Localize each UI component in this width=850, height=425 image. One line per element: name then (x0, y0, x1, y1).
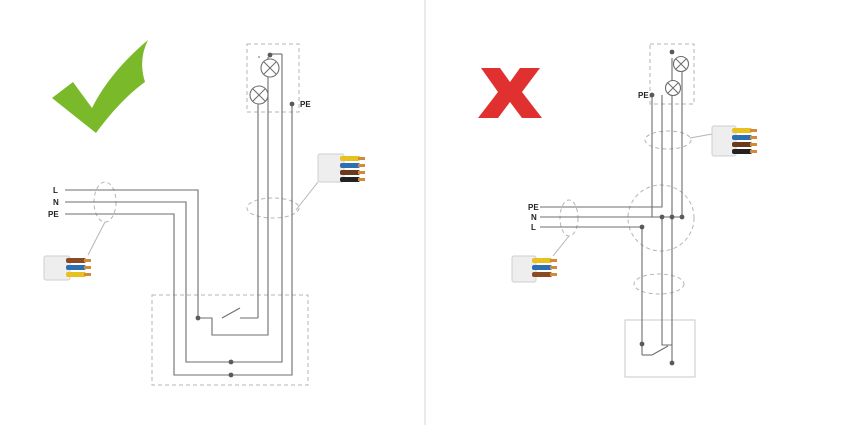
earth-lamp-label: PE (638, 91, 649, 100)
phase-label: L (53, 186, 58, 195)
junction-dot (267, 52, 273, 58)
cable-3-core-icon (43, 255, 91, 281)
cable-4-core-icon (711, 125, 757, 157)
wrong-wiring-panel: PE N L PE (478, 43, 757, 378)
junction-dot (679, 214, 685, 220)
junction-dot (289, 101, 295, 107)
phase-wire (65, 189, 199, 318)
junction-dot (669, 49, 675, 55)
earth-wire (540, 95, 663, 208)
cable-bundle-outline (633, 273, 685, 295)
switch-box-outline (151, 294, 309, 386)
junction-dot (659, 214, 665, 220)
correct-wiring-panel: L N PE PE (43, 40, 365, 386)
earth-label: PE (48, 210, 59, 219)
junction-dot (228, 372, 234, 378)
neutral-label: N (53, 198, 59, 207)
lamp-box-outline (246, 43, 300, 113)
checkmark-icon (52, 40, 148, 133)
lamp-cross (252, 88, 266, 102)
switched-wire (198, 57, 269, 336)
junction-dot (669, 214, 675, 220)
lamp-cross (667, 82, 679, 94)
cable-bundle-outline (559, 199, 579, 237)
switch-lever (221, 307, 241, 319)
phase-wire (540, 226, 643, 355)
neutral-wire (65, 80, 283, 363)
lamp-cross (675, 58, 687, 70)
junction-box-outline (627, 184, 695, 252)
cross-icon (478, 68, 542, 118)
cable-bundle-outline (246, 197, 300, 219)
lamp-cross (263, 61, 277, 75)
switch-box-outline (624, 319, 696, 378)
neutral-label: N (531, 213, 537, 222)
switch-lever (651, 345, 669, 356)
junction-dot (639, 341, 645, 347)
junction-dot (228, 359, 234, 365)
phase-label: L (531, 223, 536, 232)
junction-dot (649, 92, 655, 98)
cable-4-core-icon (317, 153, 365, 183)
earth-label: PE (528, 203, 539, 212)
earth-lamp-label: PE (300, 100, 311, 109)
junction-dot (195, 315, 201, 321)
cable-bundle-outline (644, 130, 692, 150)
lamp-feed-wire (257, 56, 260, 318)
junction-dot (669, 360, 675, 366)
earth-wire (65, 104, 293, 376)
cable-3-core-icon (511, 255, 557, 283)
junction-dot (639, 224, 645, 230)
